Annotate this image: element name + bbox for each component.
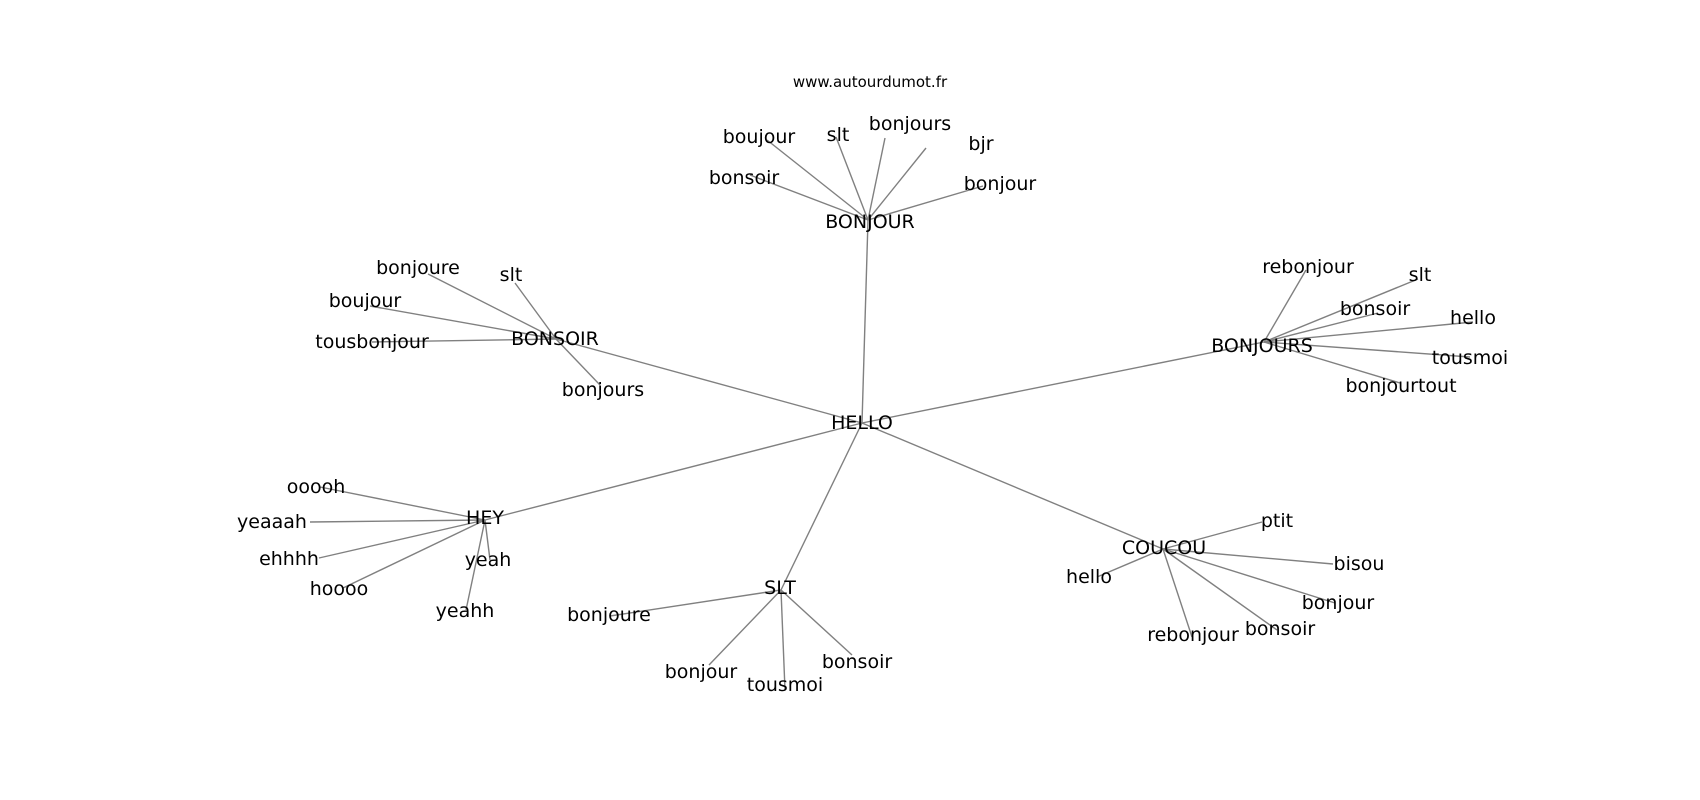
node-hub-coucou: COUCOU	[1122, 537, 1206, 559]
edge-hey-ehhhh	[318, 519, 486, 559]
node-word-bonjours-rebonjour: rebonjour	[1262, 256, 1354, 278]
edge-hey-hoooo	[342, 519, 486, 589]
node-word-coucou-bisou: bisou	[1334, 553, 1385, 575]
edge-bonsoir-bonjoure	[427, 273, 557, 340]
node-center-hello: HELLO	[831, 412, 893, 434]
node-word-hey-yeahh: yeahh	[436, 600, 495, 622]
source-watermark: www.autourdumot.fr	[793, 73, 948, 91]
edge-bonsoir-boujour	[369, 305, 557, 340]
node-word-bonjours-bonjourtout: bonjourtout	[1345, 375, 1456, 397]
edge-coucou-bisou	[1162, 548, 1334, 565]
node-word-hey-yeaaah: yeaaah	[237, 511, 307, 533]
node-word-bonsoir-bonjoure: bonjoure	[376, 257, 460, 279]
edge-bonsoir-bonjours	[555, 338, 601, 386]
edge-bonsoir-slt	[514, 282, 557, 340]
edge-bonjour-bonsoir	[749, 174, 869, 221]
edge-bonjours-tousmoi	[1263, 341, 1471, 358]
node-hub-bonsoir: BONSOIR	[511, 328, 599, 350]
edge-bonjour-bjr	[867, 147, 927, 221]
edge-hello-slt	[780, 422, 863, 591]
node-hub-hey: HEY	[466, 507, 504, 529]
node-word-hey-hoooo: hoooo	[310, 578, 369, 600]
edges-layer	[309, 136, 1474, 691]
node-word-hey-yeah: yeah	[465, 549, 512, 571]
edge-bonjours-hello	[1263, 321, 1474, 343]
node-word-bonsoir-slt: slt	[500, 264, 523, 286]
node-word-bonjours-bonsoir: bonsoir	[1340, 298, 1411, 320]
edge-coucou-bonjour	[1162, 548, 1336, 604]
edge-bonjour-bonjours	[867, 137, 886, 221]
edge-slt-tousmoi	[780, 589, 786, 691]
edge-bonjour-bonjour	[867, 185, 984, 221]
edge-slt-bonjour	[708, 589, 782, 666]
node-word-bonsoir-bonjours: bonjours	[562, 379, 644, 401]
node-word-coucou-rebonjour: rebonjour	[1147, 624, 1239, 646]
edge-bonjour-slt	[835, 136, 869, 221]
node-word-bonsoir-boujour: boujour	[329, 290, 402, 312]
node-hub-bonjours: BONJOURS	[1211, 335, 1313, 357]
edge-hello-bonjour	[861, 219, 869, 424]
labels-layer: HELLO BONJOUR boujour slt bonjours bjr bonsoir…	[237, 113, 1508, 696]
node-word-coucou-ptit: ptit	[1261, 510, 1293, 532]
node-word-slt-bonjoure: bonjoure	[567, 604, 651, 626]
edge-coucou-rebonjour	[1162, 548, 1193, 638]
edge-slt-bonsoir	[780, 589, 853, 656]
edge-bonjours-bonjourtout	[1263, 341, 1401, 384]
node-word-bonjour-slt: slt	[827, 124, 850, 146]
node-word-bonjour-bonjour: bonjour	[964, 173, 1037, 195]
node-word-coucou-hello: hello	[1066, 566, 1112, 588]
node-word-coucou-bonjour: bonjour	[1302, 592, 1375, 614]
edge-bonjours-bonsoir	[1263, 312, 1379, 343]
edge-bonjour-boujour	[766, 139, 869, 221]
edge-bonjours-rebonjour	[1263, 269, 1307, 343]
edge-bonjours-slt	[1263, 278, 1419, 343]
edge-hello-bonsoir	[555, 338, 863, 424]
node-word-slt-tousmoi: tousmoi	[747, 674, 823, 696]
node-word-bonsoir-tousbonjour: tousbonjour	[315, 331, 429, 353]
edge-hey-ooooh	[319, 486, 486, 521]
node-word-bonjours-hello: hello	[1450, 307, 1496, 329]
edge-slt-bonjoure	[609, 589, 782, 617]
node-word-slt-bonjour: bonjour	[665, 661, 738, 683]
edge-coucou-hello	[1096, 548, 1164, 578]
edge-coucou-ptit	[1162, 521, 1263, 550]
edge-hello-bonjours	[861, 341, 1265, 424]
node-word-bonjour-boujour: boujour	[723, 126, 796, 148]
edge-hey-yeahh	[465, 519, 486, 611]
edge-bonsoir-tousbonjour	[371, 338, 557, 343]
node-word-hey-ehhhh: ehhhh	[259, 548, 319, 570]
edge-hey-yeah	[484, 519, 491, 561]
node-hub-bonjour: BONJOUR	[825, 211, 915, 233]
node-word-bonjours-tousmoi: tousmoi	[1432, 347, 1508, 369]
node-word-coucou-bonsoir: bonsoir	[1245, 618, 1316, 640]
node-word-bonjour-bonsoir: bonsoir	[709, 167, 780, 189]
edge-hey-yeaaah	[309, 519, 486, 523]
node-word-bonjour-bonjours: bonjours	[869, 113, 951, 135]
node-hub-slt: SLT	[764, 577, 796, 599]
edge-coucou-bonsoir	[1162, 548, 1278, 631]
edge-hello-coucou	[861, 422, 1164, 550]
node-word-slt-bonsoir: bonsoir	[822, 651, 893, 673]
node-word-bonjours-slt: slt	[1409, 264, 1432, 286]
node-word-bonjour-bjr: bjr	[968, 133, 993, 155]
node-word-hey-ooooh: ooooh	[287, 476, 346, 498]
edge-hello-hey	[484, 422, 863, 521]
